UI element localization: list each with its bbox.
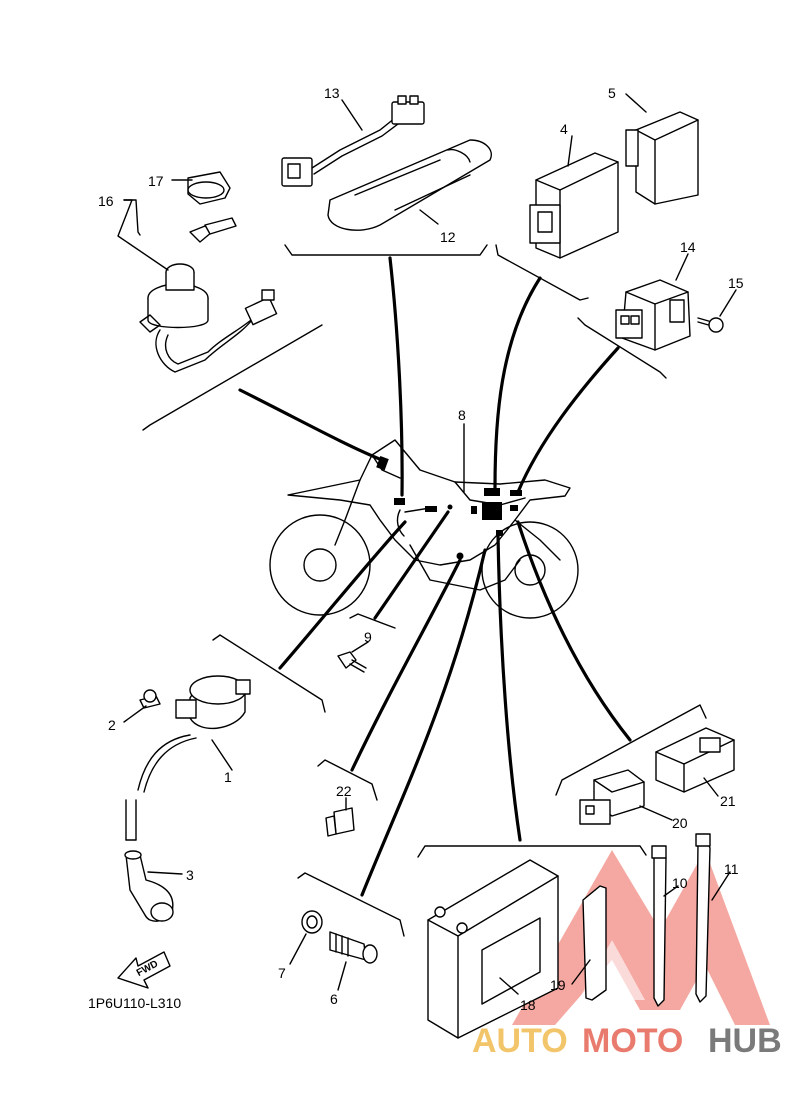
- bolt-9-part: [337, 651, 367, 673]
- callout-8: 8: [458, 407, 466, 423]
- callout-pointers: [117, 93, 737, 995]
- lead-connector-part: [281, 95, 425, 187]
- callout-17: 17: [148, 173, 164, 189]
- coupler-21-part: [655, 727, 735, 793]
- callout-11: 11: [724, 861, 739, 877]
- callout-18: 18: [520, 997, 536, 1013]
- cdi-unit-part: [529, 152, 619, 259]
- battery-band-part: [582, 885, 607, 1001]
- fwd-arrow-icon: [117, 951, 171, 989]
- callout-10: 10: [672, 875, 688, 891]
- cable-tie-10-part: [651, 845, 667, 1007]
- ignition-coil-part: [124, 675, 251, 922]
- watermark-part1: AUTO: [472, 1022, 568, 1060]
- watermark-part3: HUB: [708, 1022, 782, 1060]
- main-switch-part: [139, 171, 278, 373]
- battery-part: [427, 859, 559, 1039]
- battery-plate-part: [327, 139, 492, 231]
- callout-16: 16: [98, 193, 114, 209]
- callout-2: 2: [108, 717, 116, 733]
- callout-9: 9: [364, 629, 372, 645]
- relay-cover-part: [625, 111, 699, 205]
- motorcycle-outline: [269, 439, 579, 619]
- leader-lines: [238, 256, 632, 897]
- callout-21: 21: [720, 793, 736, 809]
- callout-22: 22: [336, 783, 352, 799]
- coupler-20-part: [579, 769, 645, 825]
- callout-15: 15: [728, 275, 744, 291]
- callout-6: 6: [330, 991, 338, 1007]
- group-brackets: [142, 244, 707, 937]
- callout-labels: 1 2 3 4 5 6 7 8 9 10 11 12 13 14 15 16 1…: [98, 85, 744, 1013]
- callout-1: 1: [224, 769, 232, 785]
- watermark-text: AUTO MOTO HUB: [472, 1022, 782, 1060]
- callout-3: 3: [186, 867, 194, 883]
- watermark-part2: MOTO: [582, 1022, 683, 1060]
- callout-20: 20: [672, 815, 688, 831]
- callout-14: 14: [680, 239, 696, 255]
- callout-19: 19: [550, 977, 566, 993]
- callout-5: 5: [608, 85, 616, 101]
- cable-tie-11-part: [695, 833, 711, 1003]
- diagram-code: 1P6U110-L310: [88, 995, 181, 1011]
- callout-13: 13: [324, 85, 340, 101]
- callout-7: 7: [278, 965, 286, 981]
- callout-12: 12: [440, 229, 456, 245]
- callout-4: 4: [560, 121, 568, 137]
- clip-part: [325, 807, 355, 837]
- relay-part: [615, 279, 724, 351]
- neutral-switch-part: [301, 910, 378, 964]
